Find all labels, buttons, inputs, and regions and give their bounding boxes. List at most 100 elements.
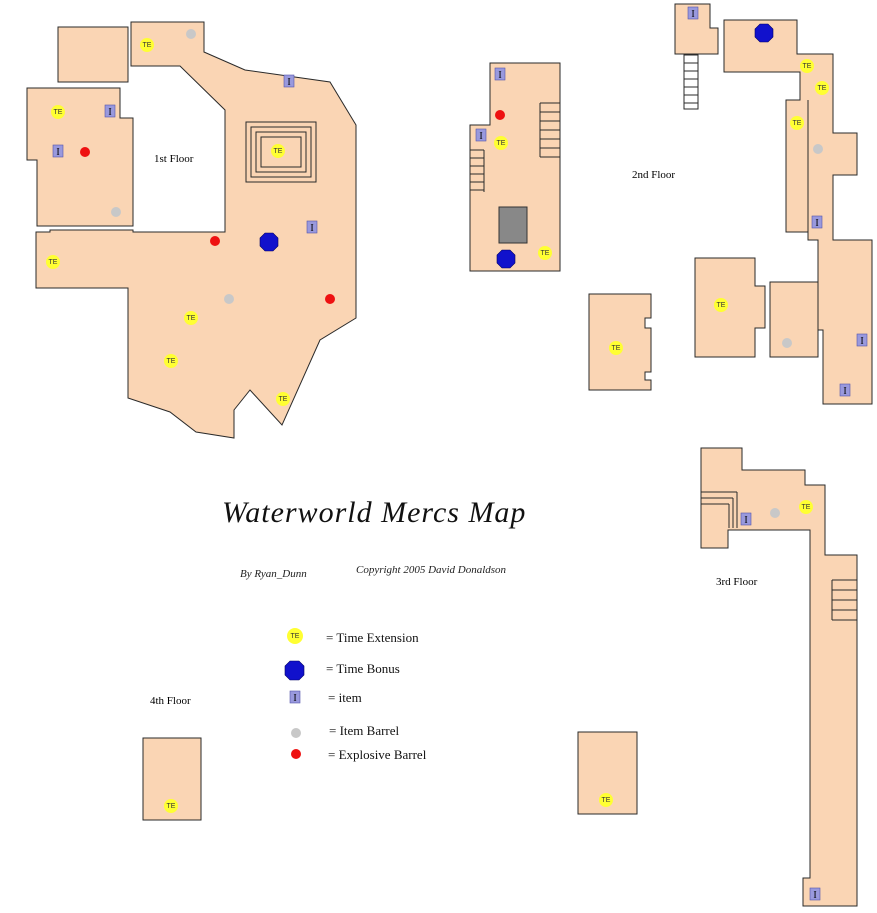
time-bonus-markers [259, 23, 774, 269]
explosive-barrel-marker [80, 147, 90, 157]
item-marker: I [839, 383, 851, 397]
svg-text:I: I [860, 336, 863, 347]
svg-text:I: I [813, 890, 816, 901]
item-marker: I [856, 333, 868, 347]
legend-explosive-barrel: = Explosive Barrel [291, 747, 427, 762]
legend-explosive-barrel-label: = Explosive Barrel [328, 747, 427, 762]
time-extension-marker: TE [799, 500, 813, 514]
svg-text:TE: TE [497, 140, 506, 147]
svg-text:I: I [293, 693, 296, 704]
time-extension-marker: TE [599, 793, 613, 807]
svg-text:TE: TE [54, 109, 63, 116]
second-floor-west-room [588, 293, 652, 391]
item-marker: I [104, 104, 116, 118]
time-extension-marker: TE [609, 341, 623, 355]
svg-text:TE: TE [143, 42, 152, 49]
fourth-floor-label: 4th Floor [150, 695, 191, 707]
item-marker: I [740, 512, 752, 526]
svg-text:TE: TE [612, 345, 621, 352]
item-barrel-marker [782, 338, 792, 348]
first-floor-top-left-room [57, 26, 129, 83]
item-barrel-markers [111, 29, 823, 518]
svg-text:TE: TE [279, 396, 288, 403]
svg-text:TE: TE [49, 259, 58, 266]
item-marker: I [283, 74, 295, 88]
time-bonus-marker [259, 232, 279, 252]
third-floor-layout: 3rd Floor [700, 447, 858, 907]
item-barrel-marker [111, 207, 121, 217]
first-floor-layout: 1st Floor [26, 21, 357, 439]
item-barrel-marker [813, 144, 823, 154]
svg-text:TE: TE [187, 315, 196, 322]
first-floor-left-room [26, 87, 134, 227]
explosive-barrel-marker [325, 294, 335, 304]
svg-text:I: I [310, 223, 313, 234]
legend: TE = Time Extension = Time Bonus I = ite… [284, 628, 427, 762]
second-floor-label: 2nd Floor [632, 169, 675, 181]
item-barrel-marker [186, 29, 196, 39]
item-marker: I [52, 144, 64, 158]
second-floor-left-room [694, 257, 766, 358]
time-extension-marker: TE [276, 392, 290, 406]
legend-item-barrel: = Item Barrel [291, 723, 400, 738]
time-extension-marker: TE [790, 116, 804, 130]
item-barrel-marker [770, 508, 780, 518]
first-floor-top-corridor [35, 21, 357, 439]
legend-time-extension-label: = Time Extension [326, 630, 419, 645]
first-floor-label: 1st Floor [154, 153, 194, 165]
middle-building-left-stairs [470, 149, 485, 192]
middle-building-layout [469, 62, 561, 272]
item-marker: I [494, 67, 506, 81]
time-extension-marker: TE [46, 255, 60, 269]
legend-item-label: = item [328, 690, 362, 705]
copyright-credit: Copyright 2005 David Donaldson [356, 564, 507, 576]
svg-text:TE: TE [802, 504, 811, 511]
time-bonus-marker [754, 23, 774, 43]
time-extension-marker: TE [140, 38, 154, 52]
time-extension-markers: TE TE TE TE TE TE TE TE TE TE TE TE TE T… [46, 38, 829, 813]
second-floor-upper-corridor [723, 19, 873, 405]
time-extension-marker: TE [714, 298, 728, 312]
legend-time-extension: TE = Time Extension [287, 628, 419, 645]
time-extension-marker: TE [164, 354, 178, 368]
second-floor-ladder [683, 54, 699, 110]
middle-building-right-stairs [539, 102, 560, 158]
time-bonus-marker [496, 249, 516, 269]
third-floor-building [700, 447, 858, 907]
svg-text:TE: TE [274, 148, 283, 155]
third-floor-label: 3rd Floor [716, 576, 758, 588]
legend-item-barrel-label: = Item Barrel [329, 723, 400, 738]
map-title: Waterworld Mercs Map [222, 496, 526, 529]
time-extension-marker: TE [164, 799, 178, 813]
time-extension-marker: TE [815, 81, 829, 95]
svg-text:I: I [287, 77, 290, 88]
time-extension-marker: TE [538, 246, 552, 260]
legend-time-bonus: = Time Bonus [284, 660, 400, 681]
svg-text:I: I [479, 131, 482, 142]
time-extension-marker: TE [184, 311, 198, 325]
time-extension-marker: TE [494, 136, 508, 150]
svg-text:I: I [56, 147, 59, 158]
svg-text:I: I [108, 107, 111, 118]
item-barrel-marker [224, 294, 234, 304]
author-credit: By Ryan_Dunn [240, 568, 307, 580]
legend-time-bonus-label: = Time Bonus [326, 661, 400, 676]
third-floor-right-stairs [831, 579, 857, 621]
item-marker: I [811, 215, 823, 229]
time-extension-marker: TE [51, 105, 65, 119]
svg-text:TE: TE [818, 85, 827, 92]
svg-text:I: I [744, 515, 747, 526]
svg-text:TE: TE [291, 633, 300, 640]
second-floor-middle-room [769, 281, 819, 358]
item-marker: I [687, 6, 699, 20]
item-markers: I I I I I I I I I I I I [52, 6, 868, 901]
first-floor-central-platform [245, 121, 317, 183]
svg-text:I: I [815, 218, 818, 229]
svg-text:TE: TE [803, 63, 812, 70]
item-marker: I [475, 128, 487, 142]
svg-text:TE: TE [602, 797, 611, 804]
svg-text:I: I [843, 386, 846, 397]
svg-text:TE: TE [541, 250, 550, 257]
explosive-barrel-marker [210, 236, 220, 246]
